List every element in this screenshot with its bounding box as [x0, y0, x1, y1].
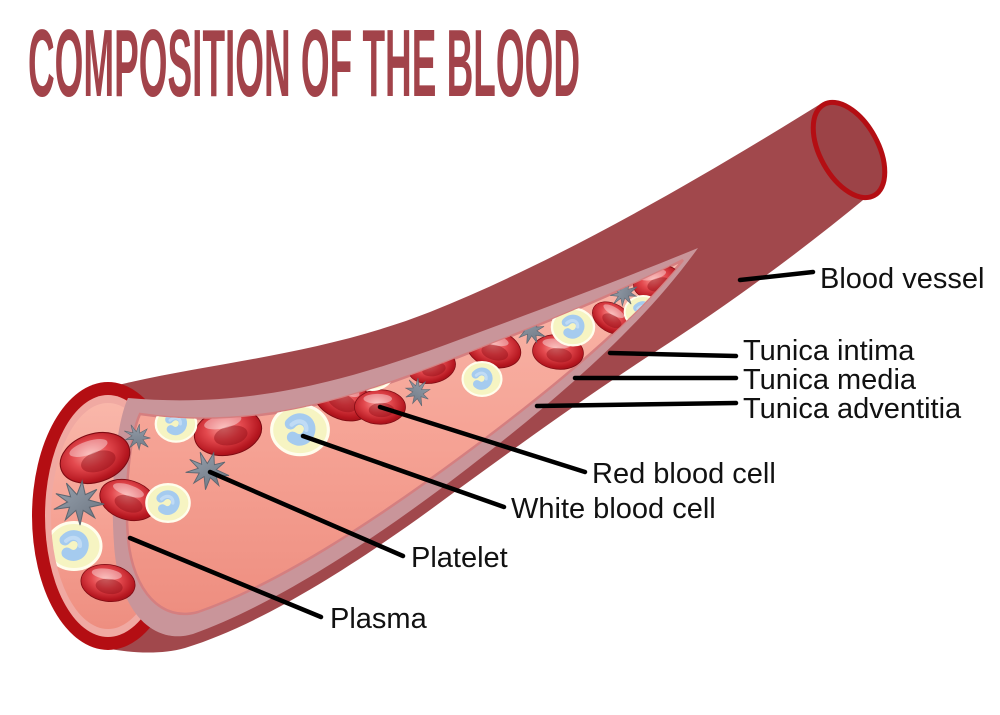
white-blood-cell — [463, 362, 502, 396]
tunica-adventitia-leader-line — [534, 400, 739, 409]
red-blood-cell-leader-line — [377, 404, 588, 475]
tunica-intima-label: Tunica intima — [743, 335, 915, 367]
plasma-leader-line — [127, 535, 324, 620]
white-blood-cell-label: White blood cell — [511, 493, 716, 525]
page-title: COMPOSITION OF THE BLOOD — [28, 10, 580, 117]
red-blood-cell-label: Red blood cell — [592, 458, 776, 490]
blood-vessel-end-cap — [810, 99, 888, 201]
annotations: Blood vessel Tunica intima Tunica media … — [127, 263, 984, 635]
platelet-label: Platelet — [411, 542, 508, 574]
white-blood-cell-leader-line — [300, 433, 507, 510]
tunica-media-label: Tunica media — [743, 364, 917, 396]
blood-vessel-label: Blood vessel — [820, 263, 984, 295]
tunica-adventitia-label: Tunica adventitia — [743, 393, 962, 425]
plasma-label: Plasma — [330, 603, 428, 635]
platelet-leader-line — [207, 469, 406, 559]
tunica-intima-leader-line — [607, 350, 739, 359]
blood-vessel-leader-line — [737, 269, 816, 283]
white-blood-cell — [272, 405, 329, 454]
white-blood-cell — [146, 484, 189, 522]
